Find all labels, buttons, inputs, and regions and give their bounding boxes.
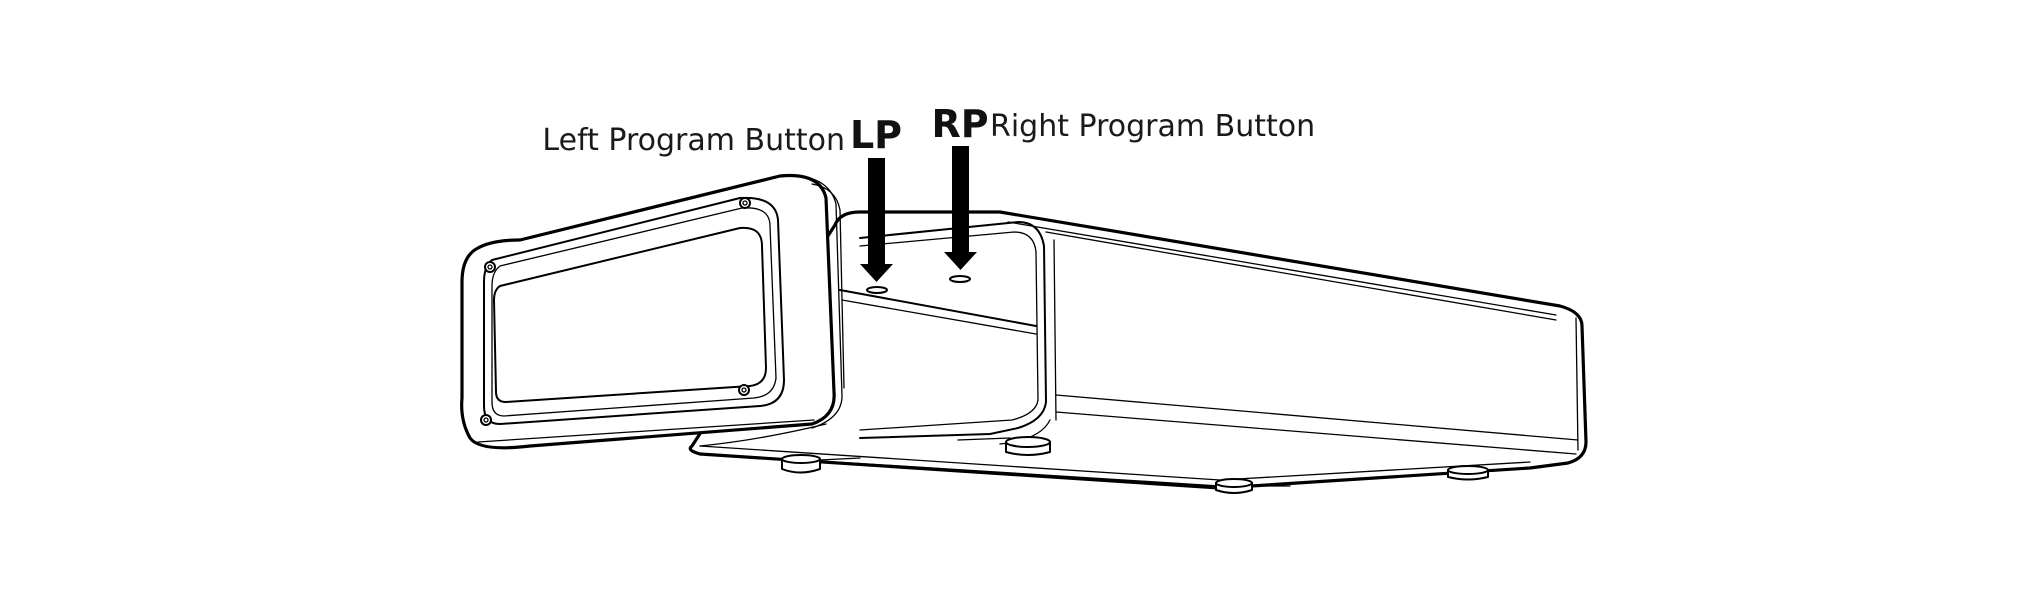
foot-front-left	[781, 454, 821, 474]
front-visor	[460, 173, 845, 450]
screw-bottom-right	[738, 384, 750, 396]
screw-bottom-left	[480, 414, 492, 426]
foot-rear-left	[1005, 436, 1051, 456]
right-program-button-label: Right Program Button	[990, 109, 1315, 144]
left-program-arrow	[860, 158, 893, 282]
foot-front-right	[1215, 478, 1253, 494]
screw-top-right	[739, 197, 751, 209]
left-program-button-label: Left Program Button	[542, 123, 845, 158]
housing-body	[688, 210, 1588, 490]
right-program-tag: RP	[931, 102, 988, 146]
foot-rear-right	[1447, 465, 1489, 481]
housing-feet	[781, 436, 1489, 494]
screw-top-left	[484, 261, 496, 273]
left-program-tag: LP	[850, 113, 902, 157]
left-program-button-hole[interactable]	[866, 286, 888, 294]
right-program-arrow	[944, 146, 977, 270]
program-buttons	[866, 275, 971, 294]
right-program-button-hole[interactable]	[949, 275, 971, 283]
